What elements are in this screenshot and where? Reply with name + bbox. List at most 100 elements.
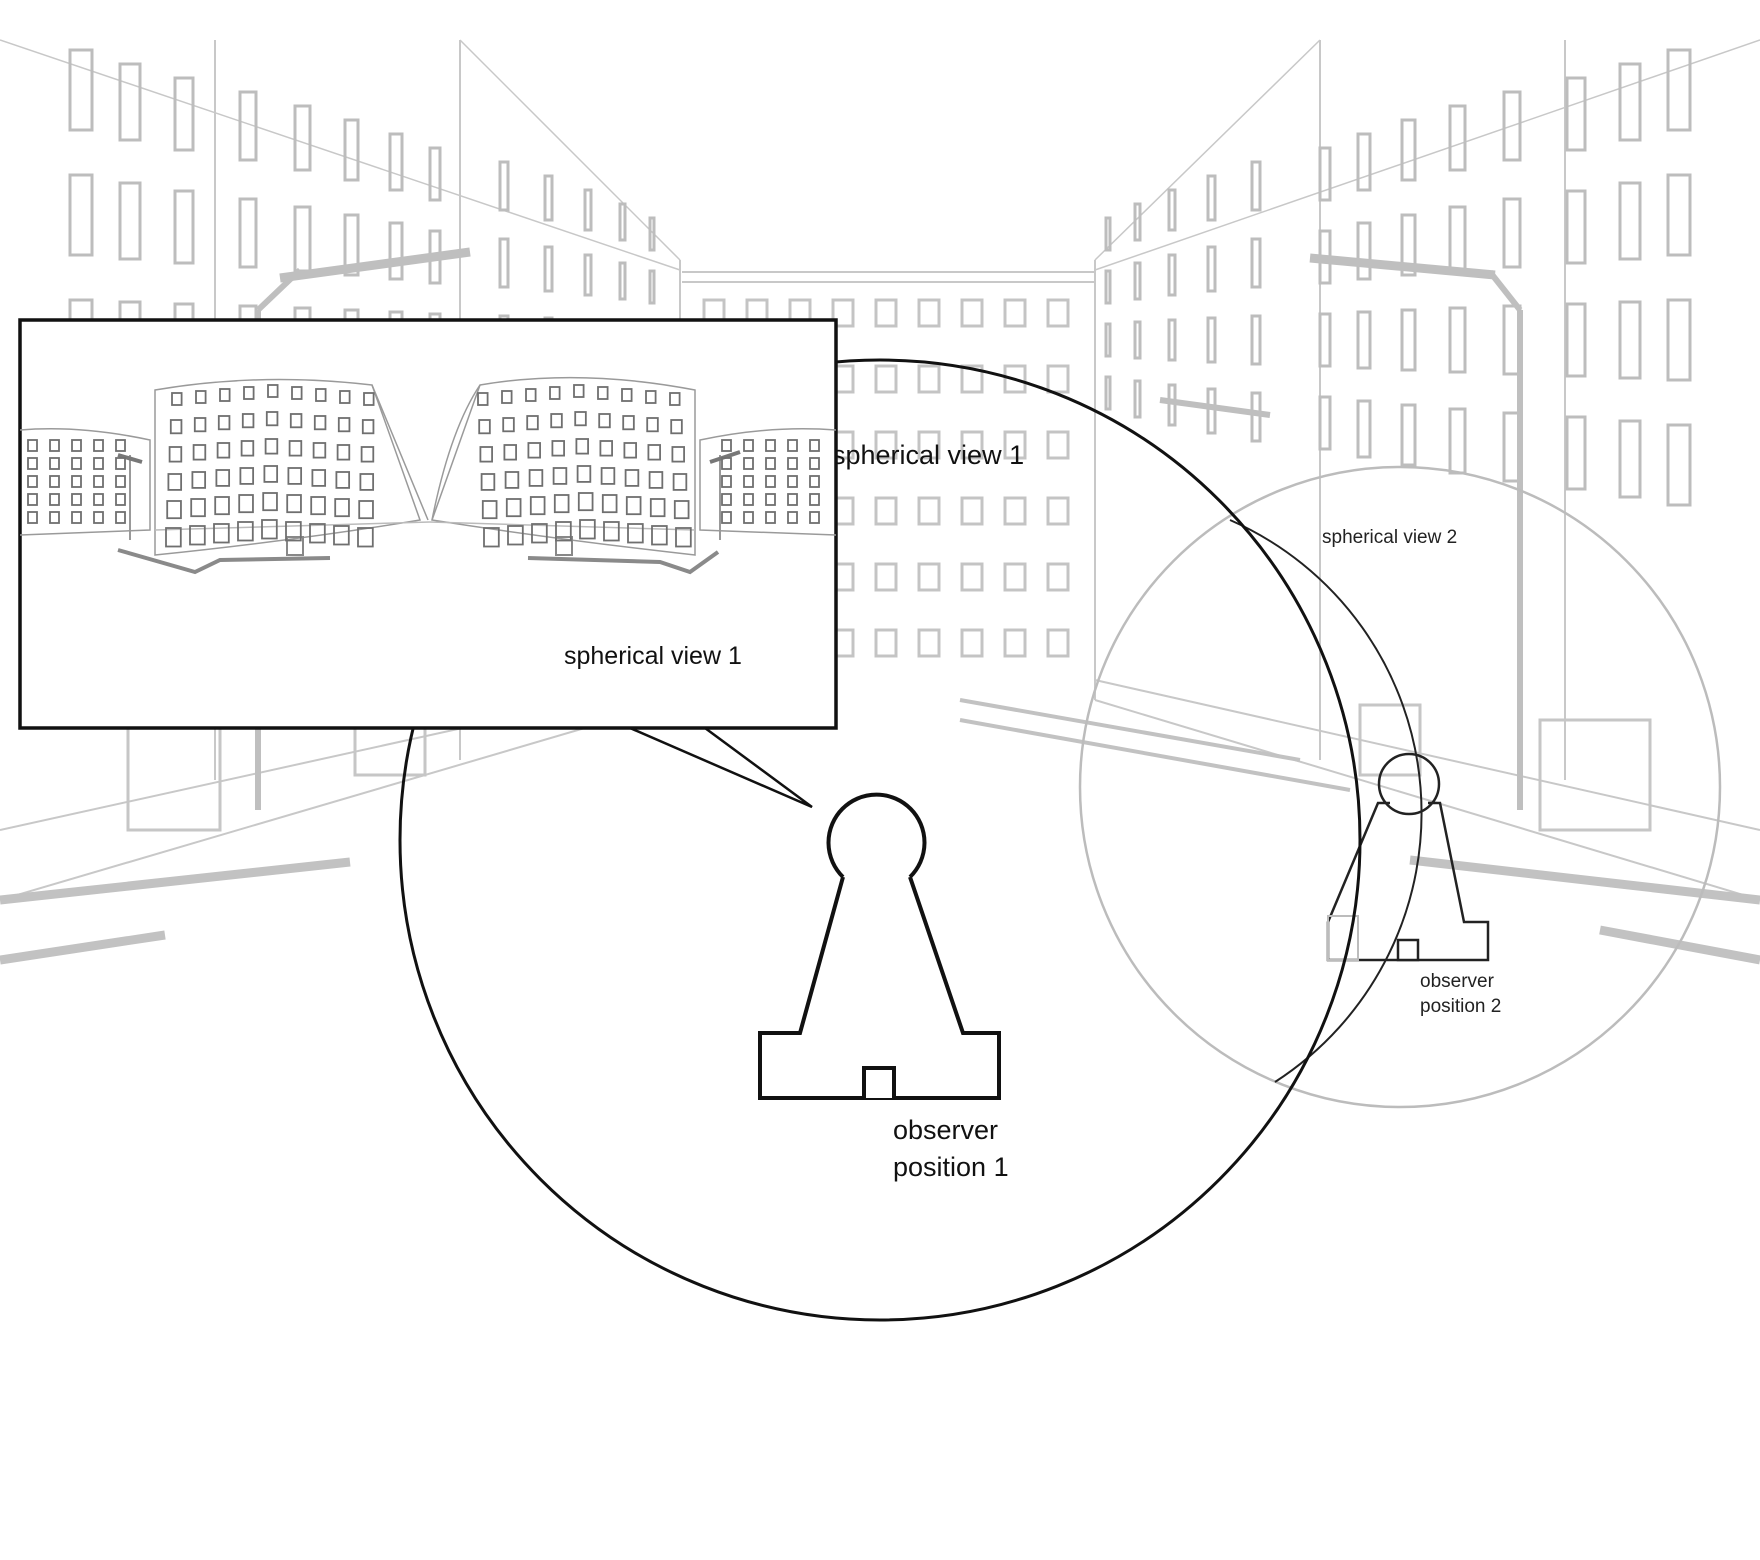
panorama-window — [216, 442, 231, 459]
panorama-window — [49, 439, 60, 452]
window — [874, 628, 898, 658]
window — [1502, 197, 1522, 269]
panorama-window — [577, 492, 594, 512]
window — [1356, 310, 1372, 370]
panorama-window — [627, 523, 644, 544]
panorama-window — [502, 417, 515, 433]
panorama-window — [555, 521, 572, 542]
pavement-strips — [0, 698, 1760, 965]
panorama-window — [599, 440, 613, 457]
panorama-window — [721, 475, 732, 488]
panorama-window — [49, 511, 60, 524]
panorama-window — [765, 457, 776, 470]
panorama-window — [310, 496, 326, 516]
spherical-view-1-circle-label: spherical view 1 — [832, 440, 1024, 470]
panorama-window — [669, 392, 681, 406]
window — [618, 202, 627, 242]
panorama-window — [623, 442, 637, 459]
panorama-window — [573, 384, 585, 398]
window — [1046, 628, 1070, 658]
window — [498, 237, 510, 289]
panorama-window — [765, 493, 776, 506]
panorama-window — [721, 493, 732, 506]
window — [1206, 245, 1217, 293]
window — [238, 197, 258, 269]
panorama-window — [115, 439, 126, 452]
window — [343, 118, 360, 182]
panorama-window — [809, 511, 820, 524]
panorama-window — [478, 419, 491, 435]
panorama-kerb-left — [117, 548, 331, 575]
panorama-window — [721, 439, 732, 452]
panorama-window — [651, 525, 668, 546]
panorama-window — [215, 469, 231, 487]
window — [960, 562, 984, 592]
window — [1250, 160, 1262, 212]
panorama-window — [601, 494, 618, 514]
panorama-window — [115, 457, 126, 470]
window — [293, 104, 312, 172]
window — [498, 160, 510, 212]
window — [1356, 399, 1372, 459]
window — [118, 62, 142, 142]
window — [1206, 387, 1217, 435]
right-building-windows — [1104, 48, 1692, 507]
panorama-window — [291, 386, 303, 400]
observer-figure-2-outline — [1326, 801, 1490, 962]
window — [1618, 62, 1642, 142]
panorama-window — [334, 498, 350, 518]
spherical-view-2: spherical view 2 observer position 2 — [1078, 465, 1722, 1109]
window — [1666, 298, 1692, 382]
panorama-window — [809, 457, 820, 470]
window — [1448, 306, 1467, 374]
panorama-window — [313, 415, 327, 431]
panorama-window — [238, 494, 254, 514]
panorama-window — [193, 417, 207, 433]
panorama-window — [93, 493, 104, 506]
panorama-window — [809, 475, 820, 488]
window — [648, 216, 656, 252]
panorama-window — [115, 511, 126, 524]
panorama-window — [363, 392, 375, 406]
window — [618, 261, 627, 301]
window — [68, 173, 94, 257]
observer-position-2-label-line1: observer — [1420, 971, 1495, 992]
window — [1104, 216, 1112, 252]
window — [874, 496, 898, 526]
window — [238, 90, 258, 162]
window — [1318, 146, 1332, 202]
panorama-window — [214, 496, 230, 516]
panorama-building-right-outline — [431, 376, 696, 556]
panorama-window — [237, 521, 254, 542]
panorama-window — [262, 492, 278, 512]
panorama-window — [505, 498, 522, 518]
window — [1167, 253, 1177, 297]
panorama-window — [285, 521, 302, 542]
panorama-window — [483, 527, 500, 548]
panorama-window — [71, 493, 82, 506]
window — [1318, 312, 1332, 368]
window — [917, 562, 941, 592]
panorama-window — [27, 511, 38, 524]
callout-pointer — [629, 726, 813, 809]
window — [917, 628, 941, 658]
panorama-window — [217, 415, 231, 431]
window — [1400, 308, 1417, 372]
panorama-window — [575, 438, 589, 455]
observer-figure-1 — [758, 792, 1001, 1100]
panorama-window — [743, 493, 754, 506]
window — [1565, 415, 1587, 491]
window — [1003, 496, 1027, 526]
window — [1003, 364, 1027, 394]
panorama-window — [315, 388, 327, 402]
window — [1502, 90, 1522, 162]
spherical-view-2-label: spherical view 2 — [1322, 527, 1457, 548]
panorama-window — [645, 390, 657, 404]
window — [1046, 364, 1070, 394]
panorama-window — [787, 493, 798, 506]
observer-figure-2-head — [1377, 752, 1441, 816]
window — [1104, 322, 1112, 358]
window — [173, 76, 195, 152]
panorama-windows — [27, 384, 820, 548]
